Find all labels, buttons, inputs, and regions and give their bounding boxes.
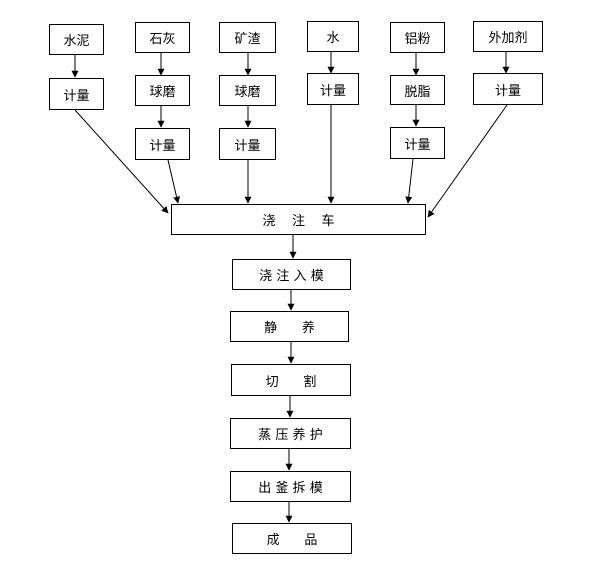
additive-label: 外加剂	[488, 31, 528, 46]
static-cure-box: 静 养	[230, 311, 349, 342]
cement-meter-box: 计量	[49, 78, 104, 110]
slag-mill-box: 球磨	[219, 75, 276, 106]
product-box: 成 品	[232, 523, 352, 554]
lime-mill-box: 球磨	[135, 75, 190, 106]
water-meter-label: 计量	[319, 83, 346, 99]
demold-box: 出 釜 拆 模	[230, 471, 351, 502]
lime-box: 石灰	[135, 22, 190, 53]
cement-meter-label: 计量	[63, 88, 90, 104]
lime-meter-label: 计量	[149, 138, 176, 154]
aluminum-meter-label: 计量	[404, 137, 431, 153]
cement-box: 水泥	[49, 24, 104, 55]
lime-mill-label: 球磨	[149, 85, 176, 100]
aluminum-powder-label: 铝粉	[404, 32, 431, 47]
pour-mold-label: 浇 注 入 模	[259, 269, 324, 284]
aluminum-degrease-label: 脱脂	[404, 84, 431, 100]
additive-meter-box: 计量	[473, 73, 543, 105]
arrow-cement-meter-to-car	[74, 109, 169, 214]
additive-box: 外加剂	[473, 21, 543, 52]
aluminum-meter-box: 计量	[390, 127, 445, 159]
static-cure-label: 静 养	[264, 321, 315, 336]
slag-meter-box: 计量	[219, 128, 276, 160]
arrow-additive-meter-to-car	[427, 104, 508, 218]
pour-car-box: 浇 注 车	[171, 204, 426, 235]
arrow-lime-meter-to-car	[167, 159, 180, 204]
steam-cure-label: 蒸 压 养 护	[258, 428, 323, 443]
water-meter-box: 计量	[307, 73, 359, 105]
cutting-box: 切 割	[231, 364, 351, 396]
product-label: 成 品	[266, 533, 318, 548]
lime-label: 石灰	[149, 32, 176, 47]
steam-cure-box: 蒸 压 养 护	[230, 418, 351, 449]
pour-car-label: 浇 注 车	[262, 214, 335, 229]
cutting-label: 切 割	[265, 374, 317, 390]
lime-meter-box: 计量	[135, 128, 190, 160]
slag-box: 矿渣	[219, 22, 276, 53]
demold-label: 出 釜 拆 模	[258, 481, 323, 496]
additive-meter-label: 计量	[494, 83, 521, 99]
slag-meter-label: 计量	[234, 138, 261, 154]
cement-label: 水泥	[63, 34, 90, 49]
slag-mill-label: 球磨	[234, 85, 261, 100]
arrow-aluminum-meter-to-car	[405, 158, 414, 204]
aluminum-degrease-box: 脱脂	[390, 75, 445, 105]
water-label: 水	[326, 31, 340, 46]
slag-label: 矿渣	[234, 32, 261, 47]
water-box: 水	[307, 21, 359, 52]
pour-mold-box: 浇 注 入 模	[232, 259, 351, 290]
aluminum-powder-box: 铝粉	[390, 22, 445, 53]
